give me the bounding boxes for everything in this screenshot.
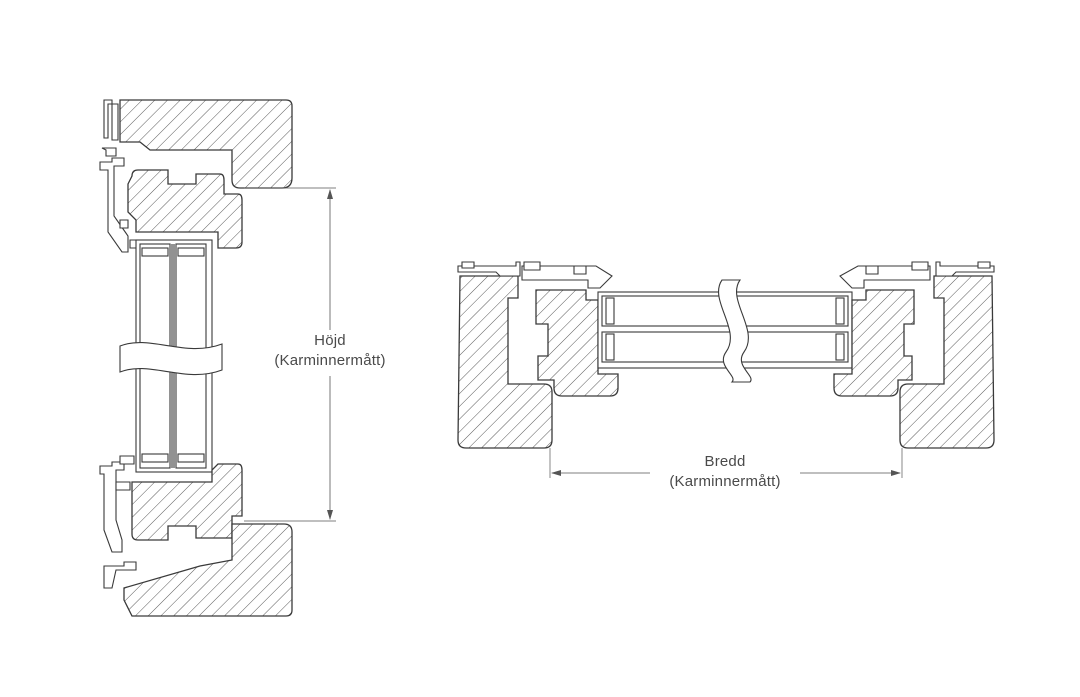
bottom-sash-profile [131,463,243,541]
bottom-sash-cladding [99,461,125,553]
width-dimension-label: Bredd (Karminnermått) [650,452,800,492]
left-frame-profile [457,275,553,449]
width-label-line1: Bredd [704,453,746,470]
top-cladding-profile [103,99,119,141]
horizontal-section [457,261,995,496]
right-frame-profile [899,275,995,449]
height-label-line1: Höjd [314,332,346,349]
vertical-section [99,99,404,617]
bottom-frame-profile [123,523,293,617]
break-line-vertical [119,342,223,376]
right-sash-profile [833,289,915,397]
width-label-line2: (Karminnermått) [669,473,781,490]
height-dimension-label: Höjd (Karminnermått) [256,331,404,371]
height-label-line2: (Karminnermått) [274,352,386,369]
top-sash-profile [127,169,243,249]
top-sash-cladding [99,157,129,253]
break-line-horizontal [718,279,752,383]
top-frame-profile [119,99,293,189]
bottom-drip-cladding [103,561,137,589]
